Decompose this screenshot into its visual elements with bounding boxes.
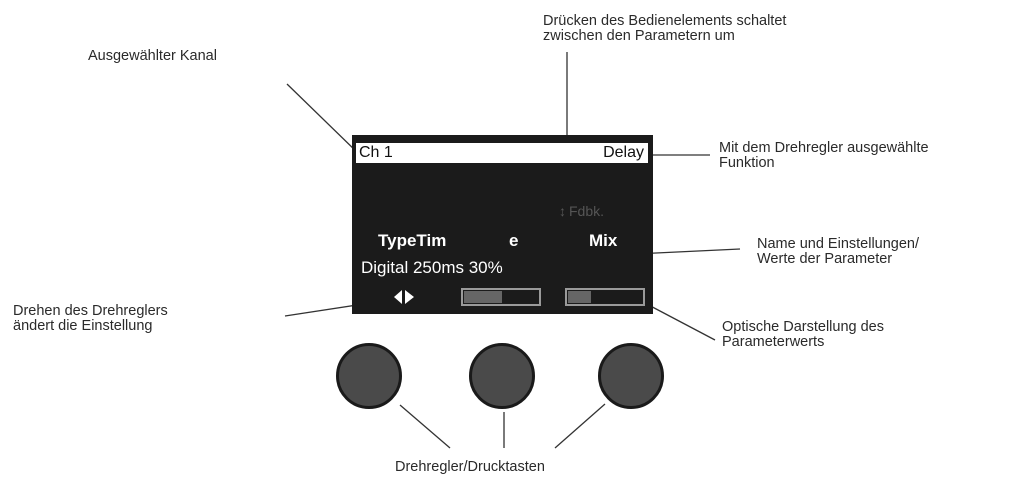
- line-knob-left: [399, 404, 451, 449]
- device-display: Ch 1 Delay ↕Fdbk. TypeTim e Mix Digital …: [352, 135, 653, 314]
- callout-rotate: Drehen des Drehreglers ändert die Einste…: [13, 303, 168, 334]
- param-name-3: Mix: [589, 231, 618, 250]
- line-selected-channel: [286, 83, 361, 156]
- param-name-2: e: [509, 231, 519, 250]
- callout-selected-channel: Ausgewählter Kanal: [88, 48, 217, 64]
- line-visual: [640, 300, 716, 341]
- hidden-parameter: ↕Fdbk.: [559, 203, 604, 219]
- param-bar-3-fill: [568, 291, 591, 303]
- param-values: Digital 250ms 30%: [361, 258, 503, 277]
- line-knob-right: [554, 403, 606, 449]
- function-label: Delay: [603, 144, 644, 161]
- param-name-1: TypeTim: [378, 231, 447, 250]
- display-header: Ch 1 Delay: [356, 143, 648, 163]
- up-down-arrow-icon: ↕: [559, 203, 566, 219]
- left-right-arrows-icon: [394, 290, 414, 304]
- callout-knobs: Drehregler/Drucktasten: [395, 459, 545, 475]
- channel-label: Ch 1: [359, 144, 393, 161]
- param-bar-2: [461, 288, 541, 306]
- callout-function: Mit dem Drehregler ausgewählte Funktion: [719, 140, 929, 171]
- knob-3[interactable]: [598, 343, 664, 409]
- knob-1[interactable]: [336, 343, 402, 409]
- knob-2[interactable]: [469, 343, 535, 409]
- param-bar-2-fill: [464, 291, 502, 303]
- callout-visual: Optische Darstellung des Parameterwerts: [722, 319, 884, 350]
- hidden-parameter-label: Fdbk.: [569, 203, 605, 219]
- param-bar-3: [565, 288, 645, 306]
- callout-param-names: Name und Einstellungen/ Werte der Parame…: [757, 236, 920, 267]
- callout-press-control: Drücken des Bedienelements schaltet zwis…: [543, 13, 787, 44]
